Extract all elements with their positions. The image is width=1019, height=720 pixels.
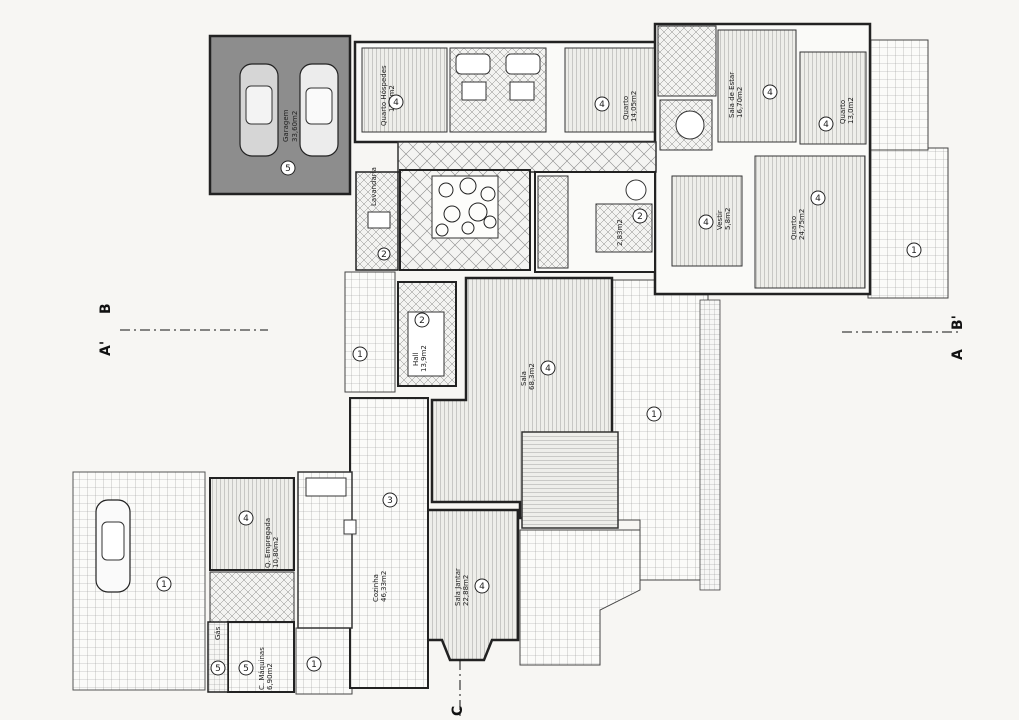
code-bubble-estacionamento: 1 — [156, 576, 172, 592]
svg-text:1: 1 — [911, 246, 917, 256]
code-bubble-quarto1: 4 — [594, 96, 610, 112]
terraco-hall — [344, 271, 396, 393]
cozinha-room — [349, 397, 429, 689]
svg-text:3: 3 — [387, 496, 393, 506]
gas-room — [207, 621, 229, 693]
quarto-room-3 — [754, 155, 866, 289]
code-bubble-vestir: 4 — [698, 214, 714, 230]
svg-text:4: 4 — [823, 120, 829, 130]
code-bubble-wc: 2 — [632, 208, 648, 224]
svg-text:4: 4 — [599, 100, 605, 110]
sala-name: Sala — [520, 371, 528, 386]
sala-estar-room — [717, 29, 797, 143]
car-icon — [299, 63, 339, 157]
garagem-name: Garagem — [282, 109, 290, 142]
terraco-norte — [867, 147, 949, 299]
quarto-hospedes-room — [361, 47, 448, 133]
code-bubble-garagem: 5 — [280, 160, 296, 176]
section-mark-c: C — [450, 706, 466, 716]
code-bubble-quarto2: 4 — [818, 116, 834, 132]
vestir-name: Vestir — [716, 210, 724, 230]
sala-jantar-area: 22,88m2 — [462, 575, 470, 606]
q-empregada-name: Q. Empregada — [264, 518, 272, 568]
code-bubble-c-maquinas: 5 — [238, 660, 254, 676]
hall-area: 13,9m2 — [420, 345, 428, 372]
code-bubble-entrada-servico: 1 — [306, 656, 322, 672]
quarto-room-2 — [799, 51, 867, 145]
svg-text:1: 1 — [651, 410, 657, 420]
code-bubble-lavandaria: 2 — [377, 247, 391, 261]
cozinha-area: 46,33m2 — [380, 571, 388, 602]
svg-text:1: 1 — [311, 660, 317, 670]
section-mark-b-prime: B' — [950, 315, 966, 330]
estacionamento-terrace — [72, 471, 206, 691]
code-bubble-sala: 4 — [540, 360, 556, 376]
svg-text:4: 4 — [243, 514, 249, 524]
svg-text:2: 2 — [381, 250, 387, 260]
code-bubble-alpendre: 1 — [646, 406, 662, 422]
garden-icon — [435, 177, 497, 237]
code-bubble-cozinha: 3 — [382, 492, 398, 508]
quarto1-name: Quarto — [622, 96, 630, 120]
section-mark-b: B — [98, 303, 114, 314]
sala-estar-area: 16,70m2 — [736, 87, 744, 118]
lavandaria-name: Lavandaria — [370, 167, 378, 206]
q-empregada-area: 10,80m2 — [272, 537, 280, 568]
sala-jantar-name: Sala Jantar — [454, 568, 462, 606]
quarto2-name: Quarto — [839, 100, 847, 124]
c-maquinas-name: C. Máquinas — [258, 647, 266, 690]
svg-text:2: 2 — [637, 212, 643, 222]
svg-text:4: 4 — [393, 98, 399, 108]
q-empregada-room — [209, 477, 295, 571]
code-bubble-sala-estar: 4 — [762, 84, 778, 100]
c-maquinas-room — [227, 621, 295, 693]
quarto1-area: 14,05m2 — [630, 91, 638, 122]
svg-text:1: 1 — [357, 350, 363, 360]
svg-text:4: 4 — [545, 364, 551, 374]
section-mark-a: A — [950, 349, 966, 360]
section-mark-a-prime: A' — [98, 341, 114, 356]
svg-text:2: 2 — [419, 316, 425, 326]
entrada-servico — [295, 627, 353, 695]
garagem-area: 33,60m2 — [291, 111, 299, 142]
svg-text:1: 1 — [161, 580, 167, 590]
svg-text:5: 5 — [215, 664, 221, 674]
sala-estar-name: Sala de Estar — [728, 72, 736, 118]
quarto-room — [564, 47, 656, 133]
code-bubble-terraco-hall: 1 — [352, 346, 368, 362]
code-bubble-terraco-norte: 1 — [906, 242, 922, 258]
section-line-ab — [120, 329, 960, 333]
svg-text:4: 4 — [767, 88, 773, 98]
code-bubble-5b: 5 — [210, 660, 226, 676]
code-bubble-quarto-hospedes: 4 — [388, 94, 404, 110]
code-bubble-quarto3: 4 — [810, 190, 826, 206]
code-bubble-sala-jantar: 4 — [474, 578, 490, 594]
wc-area: 2,83m2 — [616, 219, 624, 246]
svg-text:4: 4 — [479, 582, 485, 592]
code-bubble-hall: 2 — [414, 312, 430, 328]
sala-area: 68,3m2 — [528, 363, 536, 390]
svg-text:5: 5 — [243, 664, 249, 674]
quarto3-area: 24,75m2 — [798, 209, 806, 240]
gas-name: Gás — [214, 626, 222, 640]
car-icon — [95, 499, 131, 593]
code-bubble-q-empregada: 4 — [238, 510, 254, 526]
svg-text:4: 4 — [703, 218, 709, 228]
cozinha-name: Cozinha — [372, 574, 380, 602]
quarto3-name: Quarto — [790, 216, 798, 240]
quarto-hospedes-name: Quarto Hóspedes — [380, 65, 388, 126]
car-icon — [239, 63, 279, 157]
quarto2-area: 13,0m2 — [847, 97, 855, 124]
svg-text:5: 5 — [285, 164, 291, 174]
sala-jantar-room — [424, 508, 520, 662]
c-maquinas-area: 6,90m2 — [266, 663, 274, 690]
vestir-area: 5,8m2 — [724, 208, 732, 230]
svg-text:4: 4 — [815, 194, 821, 204]
hall-name: Hall — [412, 353, 420, 366]
